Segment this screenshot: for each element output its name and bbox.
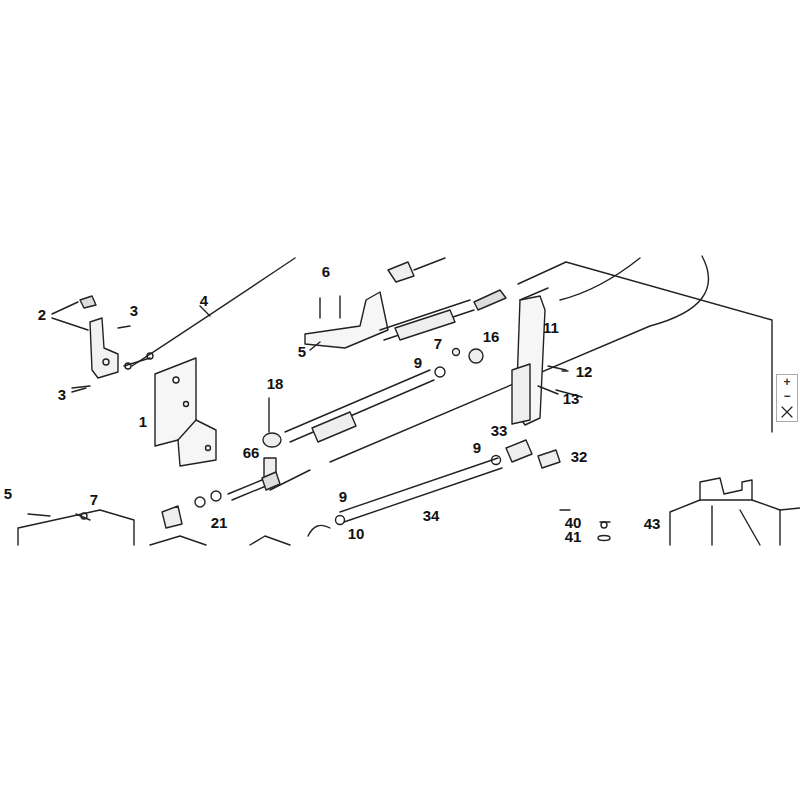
callout-number: 66 — [242, 444, 261, 461]
zoom-button: + — [777, 375, 797, 389]
callout-number: 18 — [266, 375, 285, 392]
callout-number: 7 — [433, 335, 443, 352]
zoom-button: − — [777, 389, 797, 403]
callout-number: 3 — [57, 386, 67, 403]
callout-number: 11 — [542, 319, 560, 336]
callout-number: 34 — [422, 507, 441, 524]
zoom-control: +− — [776, 374, 798, 422]
callout-number: 5 — [297, 343, 307, 360]
callout-number: 1 — [138, 413, 148, 430]
callout-number: 33 — [490, 422, 509, 439]
callout-number: 3 — [129, 302, 139, 319]
callout-number: 41 — [564, 528, 583, 545]
callout-number: 12 — [575, 363, 594, 380]
callout-number: 21 — [210, 514, 229, 531]
callout-number: 16 — [482, 328, 501, 345]
callout-number: 9 — [338, 488, 348, 505]
callout-number: 6 — [321, 263, 331, 280]
callout-number: 4 — [199, 292, 209, 309]
callout-number: 32 — [570, 448, 589, 465]
callout-number: 43 — [643, 515, 662, 532]
callout-number: 9 — [472, 439, 482, 456]
callout-number: 2 — [37, 306, 47, 323]
callout-number: 7 — [89, 491, 99, 508]
callout-number: 13 — [562, 390, 581, 407]
callout-number: 10 — [347, 525, 366, 542]
callout-number: 5 — [3, 485, 13, 502]
callout-number: 9 — [413, 354, 423, 371]
